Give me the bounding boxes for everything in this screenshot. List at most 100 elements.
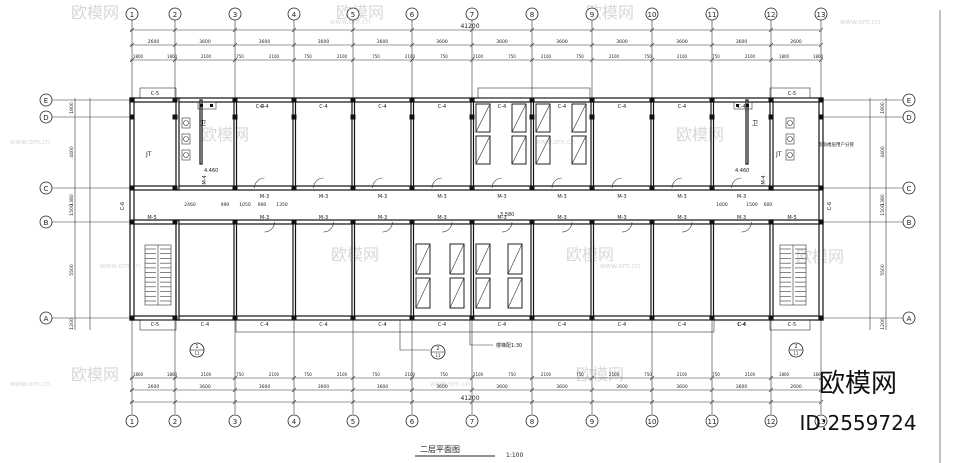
elevation-right: 4.460 xyxy=(735,168,749,174)
grid-axis-right-label: E xyxy=(907,97,911,105)
brand-id: ID:2559724 xyxy=(799,411,916,435)
top-dim-2: 2100 xyxy=(609,54,620,59)
grid-axis-right-A xyxy=(902,311,916,325)
top-dim-2: 2100 xyxy=(201,54,212,59)
grid-axis-right-D xyxy=(902,110,916,124)
door-label-m3: M-3 xyxy=(677,215,686,221)
window-label-top: C-4 xyxy=(319,104,327,110)
top-dim-2: 1800 xyxy=(813,54,824,59)
bottom-dim-1: 2600 xyxy=(148,384,160,390)
right-side-dim: 5500 xyxy=(880,264,886,276)
bottom-dim-2: 750 xyxy=(440,372,448,377)
grid-axis-top-label: 13 xyxy=(817,11,826,19)
window-label-c5: C-5 xyxy=(788,322,796,328)
window-label-top: C-4 xyxy=(558,104,566,110)
top-dim-2: 750 xyxy=(304,54,312,59)
grid-axis-top-7 xyxy=(465,7,479,21)
wc-label-left: 卫 xyxy=(200,120,206,127)
left-side-dim: 5500 xyxy=(69,264,75,276)
bottom-dim-2: 1800 xyxy=(167,372,178,377)
top-dimension-row-2: 1800180018001800210021007507502100210075… xyxy=(133,54,824,377)
window-label-c5: C-5 xyxy=(151,91,159,97)
grid-axis-top-label: 12 xyxy=(767,11,776,19)
bottom-dim-2: 2100 xyxy=(677,372,688,377)
grid-axis-top-9 xyxy=(585,7,599,21)
corridor-elevation: 3.580 xyxy=(500,212,514,218)
brand-stamp: 欧模网 ID:2559724 xyxy=(799,369,916,435)
grid-axis-top-label: 10 xyxy=(648,11,657,19)
stair-label-right: JT xyxy=(775,151,782,158)
top-dim-1: 2600 xyxy=(790,39,802,45)
stair-right-note: 宽角楼层用户分管 xyxy=(818,141,854,148)
door-label-m4: M-4 xyxy=(202,175,208,184)
door-label-m3: M-3 xyxy=(497,215,506,221)
section-mark-3: 2 xyxy=(794,344,797,350)
window-label-c6: C-6 xyxy=(827,202,833,210)
top-dim-2: 2100 xyxy=(541,54,552,59)
grid-axis-top-11 xyxy=(705,7,719,21)
watermark-url: www.om.cn xyxy=(600,262,640,270)
left-side-dimensions xyxy=(74,98,91,330)
bottom-dim-1: 3600 xyxy=(259,384,271,390)
bottom-dim-1: 3600 xyxy=(199,384,211,390)
grid-axis-bottom-label: 4 xyxy=(292,418,297,426)
section-sub-2: 11 xyxy=(435,353,441,358)
bottom-dim-2: 750 xyxy=(304,372,312,377)
top-dim-1: 3600 xyxy=(676,39,688,45)
window-label-bottom: C-4 xyxy=(319,322,327,328)
corridor-dim: 2460 xyxy=(184,202,196,208)
window-label-top: C-4 xyxy=(498,104,506,110)
grid-axis-right-label: D xyxy=(906,114,911,122)
top-dim-1: 3600 xyxy=(318,39,330,45)
left-side-dim: 4400 xyxy=(69,146,75,158)
plan-labels: C-4C-4C-4C-4C-4C-4C-4C-4C-4C-4C-4C-4C-4C… xyxy=(120,91,854,328)
right-side-dim: 1800 xyxy=(880,102,886,114)
corridor-dim: 1050 xyxy=(239,202,251,208)
window-label-bottom: C-4 xyxy=(678,322,686,328)
grid-axis-top-label: 5 xyxy=(351,11,355,19)
top-dim-1: 3600 xyxy=(616,39,628,45)
grid-axis-top-label: 9 xyxy=(590,11,594,19)
section-sub-1: 11 xyxy=(194,351,200,356)
grid-axis-top-label: 8 xyxy=(530,11,534,19)
watermark-url: www.om.cn xyxy=(10,138,50,146)
window-label-top: C-4 xyxy=(737,104,745,110)
top-dim-2: 2100 xyxy=(745,54,756,59)
wc-label-right: 卫 xyxy=(752,120,758,127)
top-dim-2: 750 xyxy=(576,54,584,59)
grid-axis-left-B xyxy=(39,215,53,229)
door-label-m3: M-3 xyxy=(737,194,746,200)
window-label-top: C-4 xyxy=(378,104,386,110)
right-side-dim: 1380 xyxy=(880,194,886,206)
door-label-m3: M-3 xyxy=(319,194,328,200)
bottom-dim-2: 750 xyxy=(712,372,720,377)
grid-axis-left-D xyxy=(39,110,53,124)
grid-axis-bottom-label: 5 xyxy=(351,418,355,426)
door-label-m3: M-3 xyxy=(319,215,328,221)
grid-axis-left-label: B xyxy=(44,219,49,227)
top-dim-1: 3600 xyxy=(496,39,508,45)
stair-label-left: JT xyxy=(145,151,152,158)
door-label-m3: M-3 xyxy=(497,194,506,200)
bottom-dim-1: 3600 xyxy=(736,384,748,390)
left-side-dim: 1200 xyxy=(69,318,75,330)
door-label-m3: M-3 xyxy=(617,194,626,200)
grid-axis-top-label: 11 xyxy=(708,11,717,19)
top-dim-1: 3600 xyxy=(736,39,748,45)
grid-axis-bottom-10 xyxy=(645,414,659,428)
top-dim-1: 3600 xyxy=(377,39,389,45)
grid-axis-top-label: 6 xyxy=(410,11,415,19)
drawing-title: 二层平面图 1:100 xyxy=(415,10,941,463)
watermark-url: www.om.cn xyxy=(100,262,140,270)
grid-axis-top-label: 7 xyxy=(470,11,474,19)
grid-axis-right-label: B xyxy=(907,219,912,227)
door-label-m5: M-5 xyxy=(787,215,796,221)
watermark-url: www.om.cn xyxy=(535,138,575,146)
top-dim-2: 1800 xyxy=(779,54,790,59)
door-label-m3: M-3 xyxy=(378,194,387,200)
